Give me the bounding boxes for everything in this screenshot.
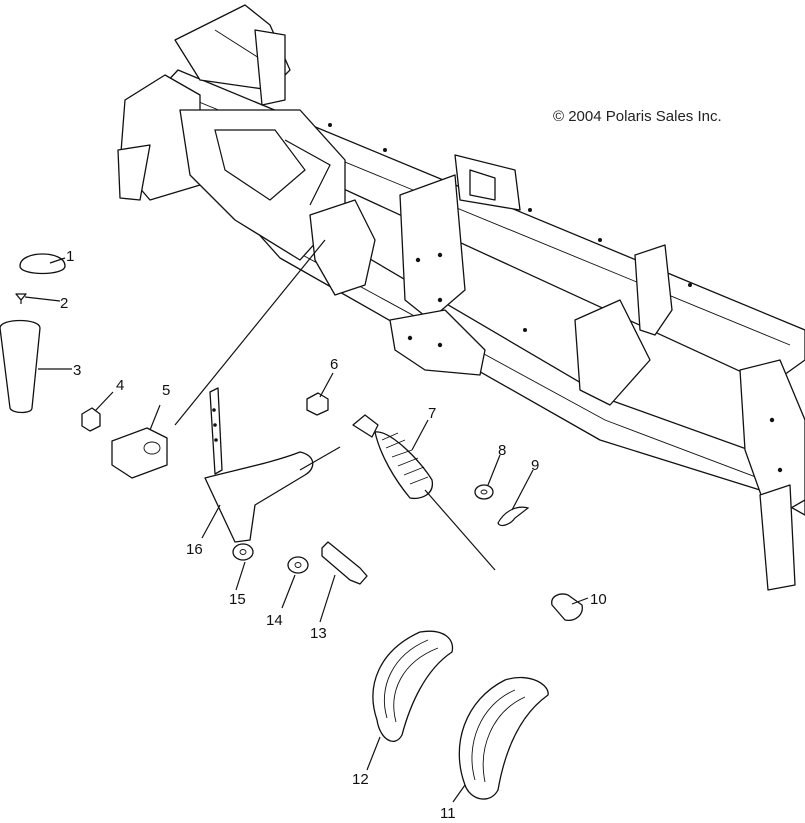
frame-right-foot bbox=[759, 484, 796, 591]
part-clip bbox=[497, 506, 530, 527]
part-cable-spring bbox=[352, 414, 496, 571]
frame-right-leg bbox=[574, 299, 651, 406]
leader-15 bbox=[235, 561, 246, 591]
leader-8 bbox=[487, 454, 501, 486]
leader-2 bbox=[24, 296, 61, 302]
leader-16 bbox=[201, 504, 221, 539]
part-nut-6 bbox=[306, 392, 329, 416]
leader-lines bbox=[24, 239, 589, 803]
frame-lower-rail bbox=[254, 211, 805, 516]
leader-1 bbox=[49, 257, 66, 264]
callout-9: 9 bbox=[531, 457, 539, 474]
callout-numbers: 1 2 3 4 5 6 7 8 9 10 11 12 13 14 15 16 bbox=[60, 248, 607, 822]
leader-5-to-frame bbox=[174, 239, 326, 426]
part-knob bbox=[0, 319, 41, 414]
leader-11 bbox=[452, 784, 466, 803]
callout-8: 8 bbox=[498, 442, 506, 459]
frame-assembly bbox=[117, 4, 805, 591]
frame-right-end bbox=[739, 359, 805, 521]
frame-center-bracket bbox=[399, 174, 466, 321]
leader-14 bbox=[281, 574, 296, 609]
leader-5 bbox=[149, 404, 161, 431]
part-shift-lever bbox=[204, 387, 314, 543]
callout-14: 14 bbox=[266, 612, 283, 629]
callout-2: 2 bbox=[60, 295, 68, 312]
leader-6 bbox=[319, 372, 334, 398]
leader-16-to-cable bbox=[299, 446, 341, 471]
frame-left-foot bbox=[117, 144, 151, 201]
frame-lower-mount bbox=[389, 309, 486, 376]
callout-15: 15 bbox=[229, 591, 246, 608]
copyright-notice: © 2004 Polaris Sales Inc. bbox=[553, 108, 722, 125]
leader-13 bbox=[319, 574, 336, 623]
frame-hanging-bracket bbox=[309, 199, 376, 296]
callout-5: 5 bbox=[162, 382, 170, 399]
part-screw bbox=[15, 293, 27, 301]
leader-4 bbox=[94, 391, 114, 412]
leader-7 bbox=[411, 419, 429, 451]
frame-post-right bbox=[634, 244, 673, 336]
part-washer-15 bbox=[232, 543, 254, 561]
part-nut-4 bbox=[81, 407, 101, 432]
callout-13: 13 bbox=[310, 625, 327, 642]
part-clamp bbox=[551, 593, 583, 621]
callout-3: 3 bbox=[73, 362, 81, 379]
callout-12: 12 bbox=[352, 771, 369, 788]
part-cap bbox=[19, 253, 66, 275]
callout-1: 1 bbox=[66, 248, 74, 265]
leader-9 bbox=[511, 469, 534, 511]
part-pulley bbox=[111, 427, 168, 479]
callout-11: 11 bbox=[440, 805, 456, 818]
frame-post-left bbox=[254, 29, 286, 106]
callout-10: 10 bbox=[590, 591, 607, 608]
leader-10 bbox=[571, 597, 589, 605]
leader-12 bbox=[366, 736, 381, 771]
part-grip-11 bbox=[458, 676, 549, 800]
callout-7: 7 bbox=[428, 405, 436, 422]
part-grip-12 bbox=[372, 630, 454, 742]
part-washer-8 bbox=[474, 484, 494, 500]
callout-16: 16 bbox=[186, 541, 203, 558]
part-bolt bbox=[321, 541, 368, 585]
callout-4: 4 bbox=[116, 377, 124, 394]
callout-6: 6 bbox=[330, 356, 338, 373]
part-washer-14 bbox=[287, 556, 309, 574]
